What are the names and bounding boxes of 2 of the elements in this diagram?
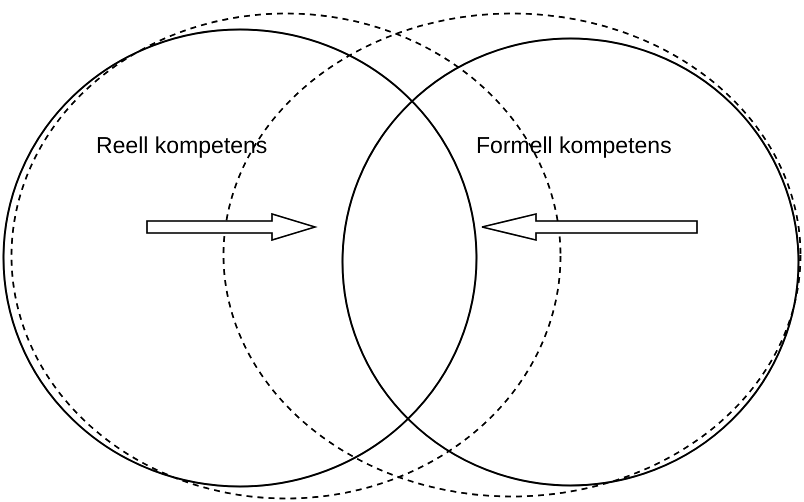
set-label: Reell kompetens (96, 134, 268, 157)
set-label: Formell kompetens (476, 134, 672, 157)
